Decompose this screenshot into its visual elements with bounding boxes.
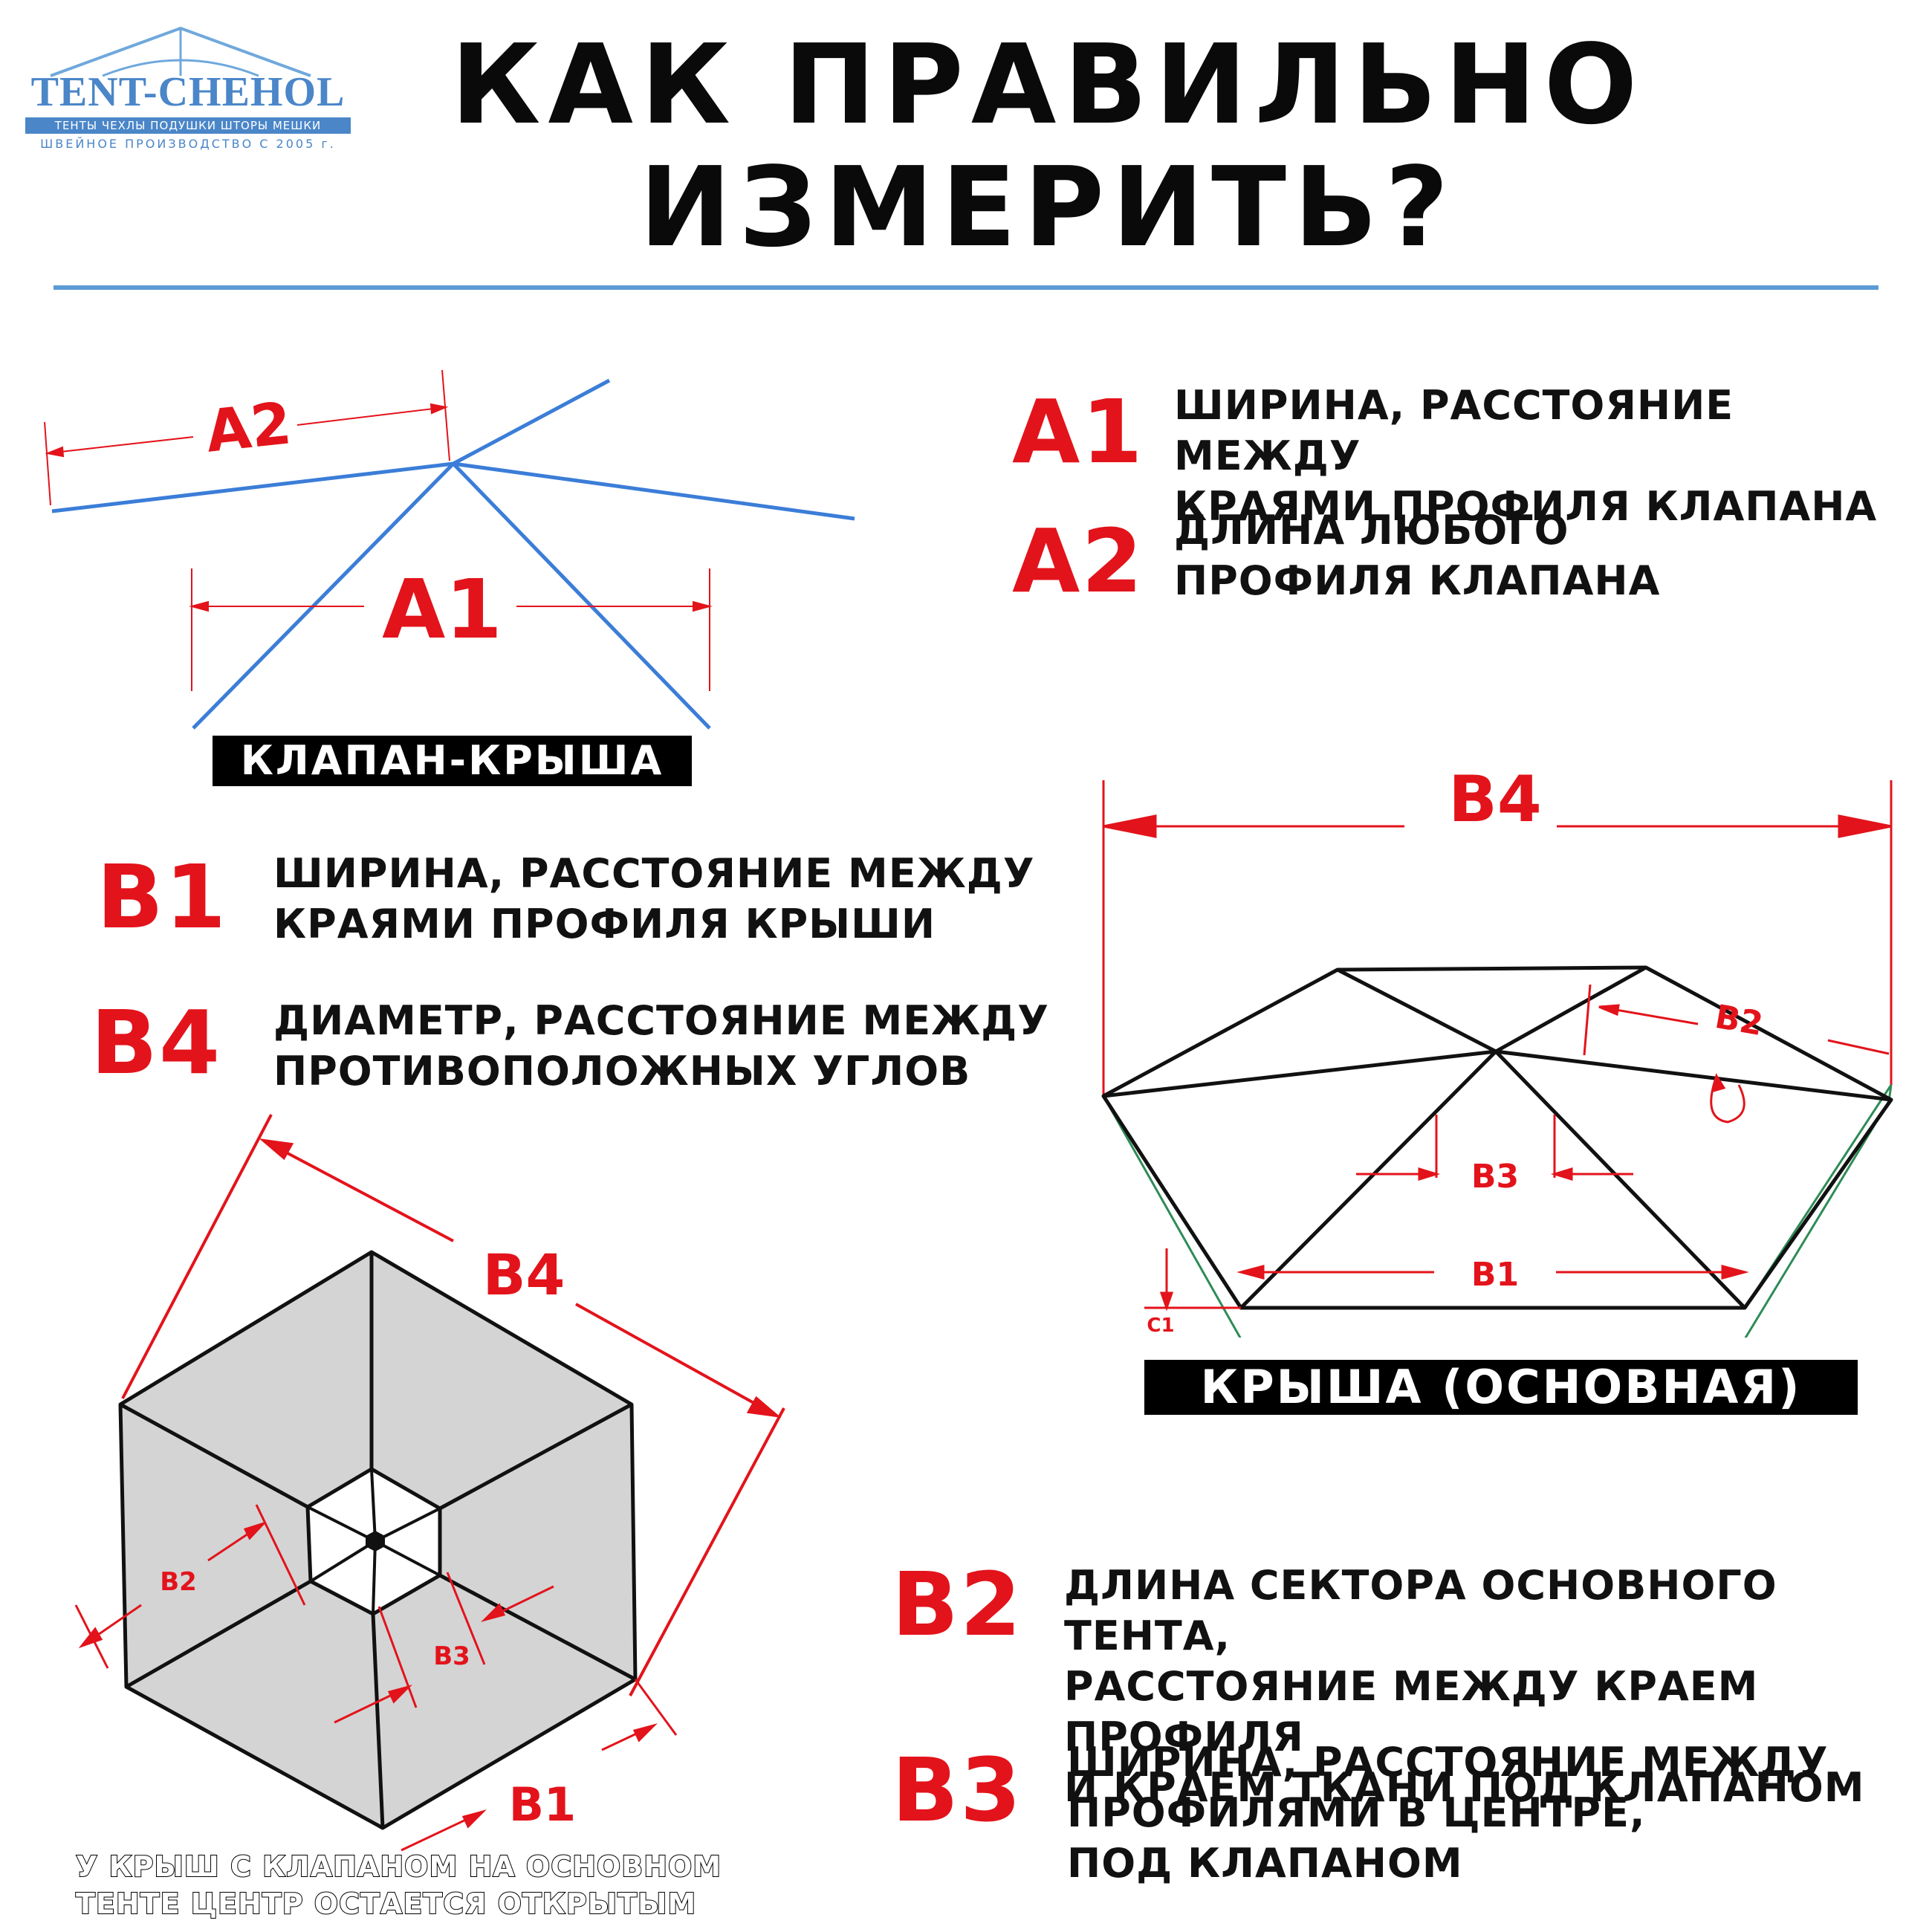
roof-label-b2: B2 (1712, 998, 1766, 1043)
roof-label-b4: B4 (1448, 762, 1541, 837)
brand-subtitle: ШВЕЙНОЕ ПРОИЗВОДСТВО С 2005 г. (40, 137, 336, 151)
main-roof-diagram: B4 B2 B3 B1 (1101, 762, 1893, 1338)
roof-label-c1: C1 (1147, 1315, 1174, 1337)
legend-b4-code: B4 (91, 991, 222, 1094)
page-title-line-2: ИЗМЕРИТЬ? (639, 143, 1456, 271)
legend-a2-text: ДЛИНА ЛЮБОГО ПРОФИЛЯ КЛАПАНА (1174, 507, 1661, 604)
legend-a2-code: A2 (1012, 510, 1144, 612)
valve-profile-line (51, 461, 454, 513)
center-hub-icon (366, 1531, 385, 1552)
legend-b2-code: B2 (892, 1553, 1023, 1656)
brand-name: TENT-CHEHOL (30, 69, 346, 115)
roof-label-b3: B3 (1471, 1158, 1519, 1196)
roof-label-b1: B1 (1471, 1256, 1519, 1294)
legend-b1-text: ШИРИНА, РАССТОЯНИЕ МЕЖДУ КРАЯМИ ПРОФИЛЯ … (273, 850, 1035, 947)
main-roof-banner: КРЫША (ОСНОВНАЯ) (1144, 1360, 1858, 1415)
legend-b3-code: B3 (892, 1739, 1023, 1841)
brand-logo: TENT-CHEHOL ТЕНТЫ ЧЕХЛЫ ПОДУШКИ ШТОРЫ МЕ… (21, 22, 355, 156)
hex-label-b3: B3 (433, 1641, 470, 1671)
legend-b3-text: ШИРИНА, РАССТОЯНИЕ МЕЖДУ ПРОФИЛЯМИ В ЦЕН… (1067, 1739, 1829, 1887)
valve-roof-diagram: A2 A1 (44, 369, 855, 730)
hex-label-b2: B2 (160, 1567, 197, 1597)
page-title-line-1: КАК ПРАВИЛЬНО (450, 21, 1645, 149)
valve-label-a2: A2 (203, 390, 294, 465)
title-divider (54, 285, 1878, 290)
valve-profile-line (452, 378, 611, 466)
legend-b4-text: ДИАМЕТР, РАССТОЯНИЕ МЕЖДУ ПРОТИВОПОЛОЖНЫ… (273, 997, 1049, 1095)
legend-b2-text: ДЛИНА СЕКТОРА ОСНОВНОГО ТЕНТА, РАССТОЯНИ… (1064, 1562, 1865, 1811)
legend-a1-text: ШИРИНА, РАССТОЯНИЕ МЕЖДУ КРАЯМИ ПРОФИЛЯ … (1174, 382, 1878, 530)
brand-tagline: ТЕНТЫ ЧЕХЛЫ ПОДУШКИ ШТОРЫ МЕШКИ (25, 117, 351, 134)
valve-roof-banner: КЛАПАН-КРЫША (213, 736, 692, 786)
legend-a1-code: A1 (1012, 380, 1144, 483)
hex-label-b4: B4 (483, 1242, 565, 1308)
valve-profile-line (192, 462, 455, 730)
footnote: У КРЫШ С КЛАПАНОМ НА ОСНОВНОМ ТЕНТЕ ЦЕНТ… (75, 1850, 722, 1921)
valve-profile-line (452, 462, 711, 730)
legend-b1-code: B1 (97, 846, 228, 948)
valve-profile-line (453, 461, 855, 521)
hex-plan-diagram: B4 B2 B3 B1 (74, 1114, 785, 1852)
valve-label-a1: A1 (382, 562, 502, 657)
hex-label-b1: B1 (509, 1777, 576, 1832)
tent-roof-logo-icon (50, 26, 311, 77)
